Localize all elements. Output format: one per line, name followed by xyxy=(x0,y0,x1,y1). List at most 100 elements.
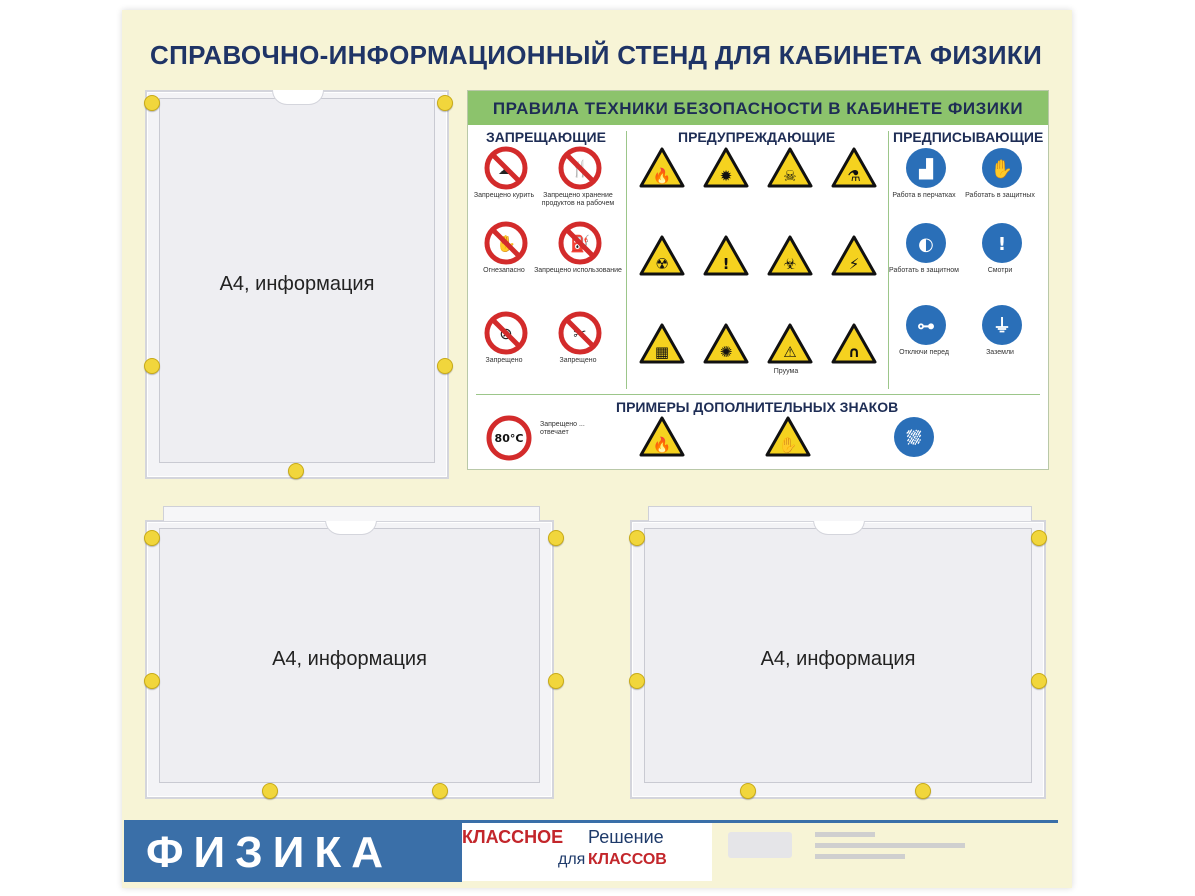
no-tools-icon: ✂ xyxy=(558,311,602,360)
mounting-pin xyxy=(629,530,645,546)
exclamation-warning-icon: ! xyxy=(702,234,750,283)
sign-caption: Запрещено ... отвечает xyxy=(540,421,585,436)
a4-pocket-landscape-left: А4, информация xyxy=(145,520,554,799)
hand-warning-icon: ✋ xyxy=(764,415,812,464)
safety-poster: ПРАВИЛА ТЕХНИКИ БЕЗОПАСНОСТИ В КАБИНЕТЕ … xyxy=(467,90,1049,470)
svg-text:⚡: ⚡ xyxy=(849,255,860,273)
svg-text:🔥: 🔥 xyxy=(653,167,672,185)
sign-caption: Пруума xyxy=(773,368,799,375)
pocket-label: А4, информация xyxy=(760,647,916,670)
pocket-sheet xyxy=(644,528,1032,783)
boots-icon: ▟ xyxy=(904,146,948,195)
sign-caption: Работать в защитных xyxy=(965,192,1035,199)
brand-word-blue: Решение xyxy=(588,827,664,847)
battery-warning-icon: ▦ xyxy=(638,322,686,371)
a4-pocket-landscape-right: А4, информация xyxy=(630,520,1046,799)
mounting-pin xyxy=(144,673,160,689)
no-touch-icon: ✋ xyxy=(484,221,528,270)
sign-caption: Смотри xyxy=(987,267,1013,274)
subject-name: ФИЗИКА xyxy=(146,828,393,877)
pocket-sheet xyxy=(159,98,435,463)
brand-word-red2: КЛАССОВ xyxy=(588,851,667,868)
pocket-notch xyxy=(324,520,377,535)
mounting-pin xyxy=(1031,530,1047,546)
mounting-pin xyxy=(262,783,278,799)
svg-text:▦: ▦ xyxy=(655,343,669,361)
radiation-warning-icon: ✹ xyxy=(702,146,750,195)
glass-warning-icon: ⚠ xyxy=(766,322,814,371)
fine-print xyxy=(815,854,905,859)
svg-text:✹: ✹ xyxy=(720,167,733,185)
svg-text:✋: ✋ xyxy=(779,436,798,454)
sign-caption: Запрещено использование xyxy=(534,267,622,274)
fire-warning-icon: 🔥 xyxy=(638,415,686,464)
mounting-pin xyxy=(144,358,160,374)
pocket-top-strip xyxy=(163,506,540,521)
blurred-logo xyxy=(728,832,792,858)
svg-text:✋: ✋ xyxy=(991,158,1013,180)
column-divider xyxy=(626,131,627,389)
svg-text:⚠: ⚠ xyxy=(783,343,796,361)
svg-text:☣: ☣ xyxy=(783,255,796,273)
corrosive-warning-icon: ☠ xyxy=(766,146,814,195)
mounting-pin xyxy=(432,783,448,799)
switch-icon: ⊶ xyxy=(904,303,948,352)
pocket-notch xyxy=(272,90,324,105)
section-divider xyxy=(476,394,1040,395)
svg-text:⊶: ⊶ xyxy=(917,316,935,337)
gloves-icon: ✋ xyxy=(980,146,1024,195)
sign-caption: Заземли xyxy=(986,349,1014,356)
svg-text:☢: ☢ xyxy=(655,255,668,273)
face-shield-icon: ◐ xyxy=(904,221,948,270)
chemical-warning-icon: ⚗ xyxy=(830,146,878,195)
flammable-warning-icon: 🔥 xyxy=(638,146,686,195)
svg-text:☠: ☠ xyxy=(783,167,796,185)
sign-caption: Работа в перчатках xyxy=(892,192,956,199)
sign-caption: Запрещено xyxy=(559,357,597,364)
svg-text:⚗: ⚗ xyxy=(847,167,860,185)
mounting-pin xyxy=(1031,673,1047,689)
svg-text:🔥: 🔥 xyxy=(653,436,672,454)
radioactive-warning-icon: ☢ xyxy=(638,234,686,283)
poster-title: ПРАВИЛА ТЕХНИКИ БЕЗОПАСНОСТИ В КАБИНЕТЕ … xyxy=(468,91,1048,125)
svg-text:✺: ✺ xyxy=(720,343,733,361)
pocket-notch xyxy=(813,520,865,535)
footer-line xyxy=(462,820,1058,823)
biohazard-warning-icon: ☣ xyxy=(766,234,814,283)
mounting-pin xyxy=(629,673,645,689)
column-divider xyxy=(888,131,889,389)
pocket-label: А4, информация xyxy=(272,647,427,670)
sign-caption: Работать в защитном xyxy=(889,267,959,274)
mounting-pin xyxy=(740,783,756,799)
sign-caption: Огнезапасно xyxy=(483,267,525,274)
column-title-mandatory: ПРЕДПИСЫВАЮЩИЕ xyxy=(893,129,1044,145)
no-extinguish-icon: ⛽ xyxy=(558,221,602,270)
svg-text:!: ! xyxy=(998,234,1006,255)
brand-word-small: для xyxy=(558,851,586,868)
column-title-warning: ПРЕДУПРЕЖДАЮЩИЕ xyxy=(678,129,836,145)
brand-word-red: КЛАССНОЕ xyxy=(462,827,564,847)
mounting-pin xyxy=(548,673,564,689)
mounting-pin xyxy=(288,463,304,479)
ground-icon: ⏚ xyxy=(980,303,1024,352)
no-food-icon: 🍴 xyxy=(558,146,602,195)
subject-banner: ФИЗИКА xyxy=(124,820,462,882)
svg-text:⛆: ⛆ xyxy=(906,428,922,449)
wash-icon: ⛆ xyxy=(892,415,936,464)
brand-logo: КЛАССНОЕ Решение для КЛАССОВ xyxy=(462,823,712,881)
sign-caption: Запрещено xyxy=(485,357,523,364)
svg-text:∩: ∩ xyxy=(848,343,860,361)
examples-title: ПРИМЕРЫ ДОПОЛНИТЕЛЬНЫХ ЗНАКОВ xyxy=(616,399,899,415)
svg-text:80°C: 80°C xyxy=(495,432,524,445)
mounting-pin xyxy=(437,95,453,111)
laser-warning-icon: ✺ xyxy=(702,322,750,371)
pocket-label: А4, информация xyxy=(219,272,375,295)
column-title-prohibiting: ЗАПРЕЩАЮЩИЕ xyxy=(486,129,606,145)
mounting-pin xyxy=(144,95,160,111)
sign-caption: Отключи перед xyxy=(899,349,949,356)
no-entry-icon: ⊘ xyxy=(484,311,528,360)
no-smoking-icon: ☁ xyxy=(484,146,528,195)
fine-print xyxy=(815,843,965,848)
svg-text:▟: ▟ xyxy=(918,158,934,180)
sign-caption: Запрещено курить xyxy=(473,192,535,199)
